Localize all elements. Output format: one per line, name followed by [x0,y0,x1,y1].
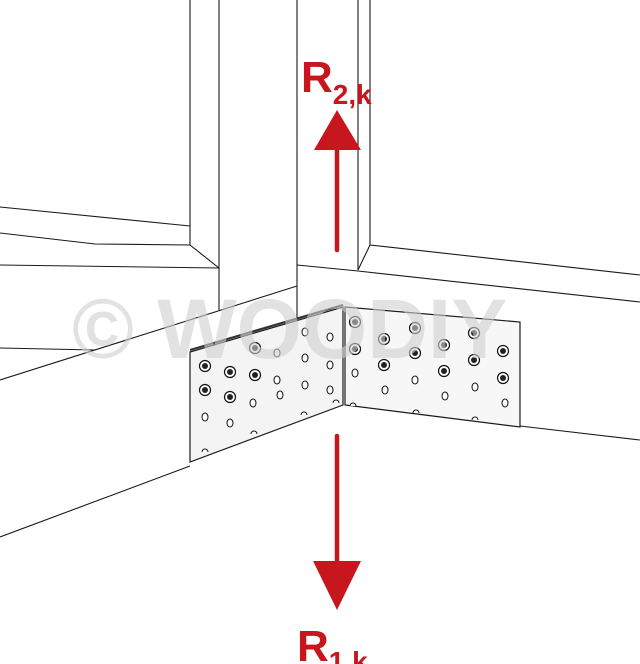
screw-head-icon [252,372,258,378]
screw-head-icon [500,348,506,354]
arrow-down-head-icon [313,561,361,610]
screw-head-icon [471,357,477,363]
screw-head-icon [202,363,208,369]
bracket-hole [381,385,389,395]
bracket-hole [226,418,234,428]
bracket-hole [276,390,284,400]
floor-line [519,425,640,441]
floor-line [0,465,191,538]
bracket-notch [471,416,479,421]
force-label-main: R [297,622,329,664]
bracket-hole [471,382,479,392]
screw-head-icon [352,346,358,352]
left-frame-line [0,206,191,227]
left-frame-line [0,232,191,246]
screw-head-icon [412,325,418,331]
force-label-main: R [301,53,333,102]
bracket-hole [249,398,257,408]
screw-head-icon [352,319,358,325]
right-frame-line [369,244,640,276]
screw-head-icon [381,336,387,342]
screw-head-icon [227,394,233,400]
screw-head-icon [441,342,447,348]
bracket-hole [273,348,281,358]
bracket-hole [411,375,419,385]
force-arrow-down [313,433,361,610]
bracket-notch [300,411,308,416]
bracket-hole [501,398,509,408]
post-edge [357,0,371,271]
bracket-hole [201,412,209,422]
force-arrow-up [314,110,361,253]
sill-line [0,347,96,351]
screw-head-icon [381,362,387,368]
force-label-r1k: R1,k [297,622,368,664]
force-label-sub: 1,k [329,646,368,664]
bracket-hole [326,332,334,342]
screw-head-icon [441,368,447,374]
angle-bracket [189,303,521,463]
bracket-notch [332,399,340,404]
sill-line [0,285,298,381]
bracket-hole [301,380,309,390]
screw-head-icon [252,345,258,351]
left-frame-line [0,264,220,269]
screw-head-icon [412,350,418,356]
screw-head-icon [227,369,233,375]
screw-head-icon [471,330,477,336]
structure-lines [0,0,640,538]
bracket-hole [273,375,281,385]
right-frame-line [296,264,640,303]
bracket-notch [201,448,209,453]
screw-head-icon [202,387,208,393]
bracket-hole [351,368,359,378]
bracket-notch [250,430,258,435]
bracket-hole [326,360,334,370]
left-post-edge [189,0,220,269]
bracket-notch [412,409,420,414]
watermark: © WOODIY [72,282,507,376]
arrow-up-head-icon [314,110,361,150]
force-label-r2k: R2,k [301,53,372,110]
bracket-hole [326,385,334,395]
force-label-sub: 2,k [333,79,372,110]
screw-head-icon [500,375,506,381]
bracket-hole [301,327,309,337]
bracket-hole [441,391,449,401]
bracket-notch [349,402,357,407]
bracket-top-edge [189,303,344,352]
bracket-hole [301,353,309,363]
